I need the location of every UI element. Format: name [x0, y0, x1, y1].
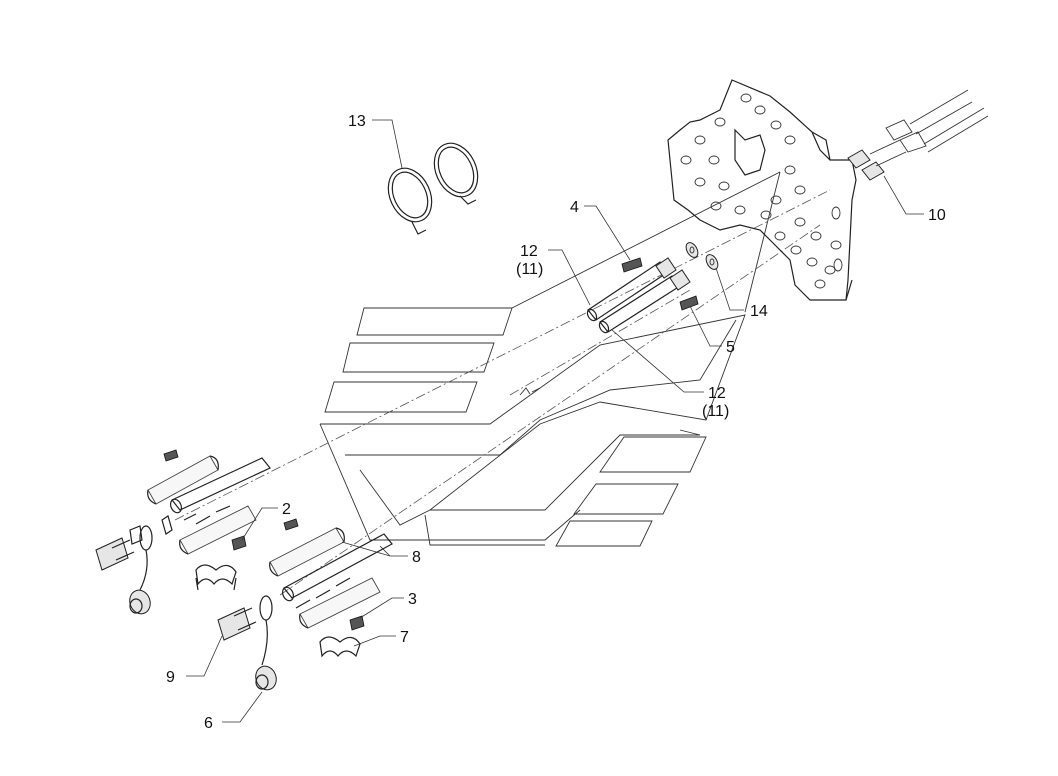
callout-12-upper: 12: [520, 243, 538, 260]
callout-5: 5: [726, 339, 735, 356]
coupler-assembly-lower: [217, 518, 393, 691]
callout-13: 13: [348, 113, 366, 130]
small-marker: [519, 387, 541, 396]
watermark-logo: [319, 171, 781, 547]
coupler-assembly-upper: [95, 449, 271, 615]
clip-4: [621, 257, 643, 273]
washers-14: [685, 242, 719, 270]
callout-8: 8: [412, 549, 421, 566]
callout-11-upper: (11): [516, 261, 543, 278]
leader-lines: [186, 119, 924, 723]
hose-clamps-13: [387, 142, 479, 235]
callout-10: 10: [928, 207, 946, 224]
callout-12-lower: 12: [708, 385, 726, 402]
alignment-axes: [174, 189, 831, 596]
callout-4: 4: [570, 199, 579, 216]
callout-6: 6: [204, 715, 213, 732]
clip-5: [679, 295, 699, 311]
callout-9: 9: [166, 669, 175, 686]
fittings-10: [847, 89, 989, 181]
callout-7: 7: [400, 629, 409, 646]
callout-2: 2: [282, 501, 291, 518]
callout-3: 3: [408, 591, 417, 608]
callout-11-lower: (11): [702, 403, 729, 420]
callout-labels: 13 4 12 (11) 10 14 5 12 (11) 2 8 3 7 9 6: [166, 113, 946, 732]
bolts-12-11: [586, 257, 691, 334]
mounting-bracket: [667, 79, 857, 301]
callout-14: 14: [750, 303, 768, 320]
